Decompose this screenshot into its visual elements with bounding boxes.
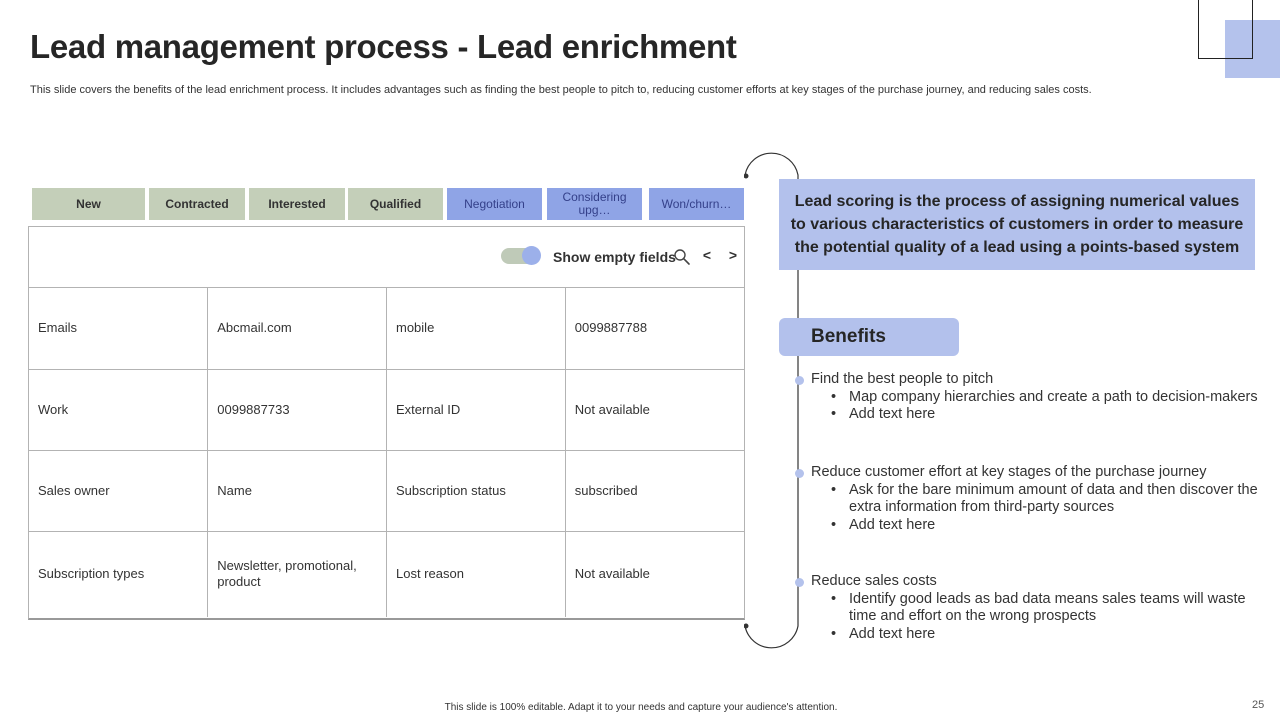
field-value: 0099887733 xyxy=(207,369,387,451)
field-label: Work xyxy=(29,369,209,451)
benefit-dot xyxy=(795,578,804,587)
field-label: Subscription status xyxy=(386,450,566,532)
benefit-bullets: Identify good leads as bad data means sa… xyxy=(811,591,1261,644)
show-empty-fields-label: Show empty fields xyxy=(553,249,676,265)
benefit-title: Reduce customer effort at key stages of … xyxy=(811,464,1207,480)
page-subtitle: This slide covers the benefits of the le… xyxy=(30,84,1092,96)
benefit-bullet: Identify good leads as bad data means sa… xyxy=(831,591,1261,626)
stage-negotiation[interactable]: Negotiation xyxy=(447,188,542,220)
benefit-dot xyxy=(795,376,804,385)
table-row: Subscription types Newsletter, promotion… xyxy=(29,531,744,617)
benefit-item: Reduce customer effort at key stages of … xyxy=(795,464,1261,535)
field-value: Newsletter, promotional, product xyxy=(207,531,387,617)
field-label: Emails xyxy=(29,288,209,370)
field-value: Name xyxy=(207,450,387,532)
field-value: Abcmail.com xyxy=(207,288,387,370)
bracket-connector xyxy=(744,152,799,649)
benefit-dot xyxy=(795,469,804,478)
field-value: subscribed xyxy=(565,450,744,532)
benefit-bullet: Ask for the bare minimum amount of data … xyxy=(831,482,1261,517)
lead-fields-table: Emails Abcmail.com mobile 0099887788 Wor… xyxy=(29,288,744,617)
table-row: Work 0099887733 External ID Not availabl… xyxy=(29,369,744,451)
stage-interested[interactable]: Interested xyxy=(249,188,345,220)
benefit-bullet: Map company hierarchies and create a pat… xyxy=(831,389,1261,407)
stage-considering-upgrade[interactable]: Considering upg… xyxy=(547,188,642,220)
footer-note: This slide is 100% editable. Adapt it to… xyxy=(0,702,1280,713)
field-value: Not available xyxy=(574,566,650,582)
show-empty-fields-toggle[interactable] xyxy=(501,246,541,265)
benefit-item: Find the best people to pitch Map compan… xyxy=(795,371,1261,424)
table-row: Sales owner Name Subscription status sub… xyxy=(29,450,744,532)
field-label: Sales owner xyxy=(29,450,209,532)
field-label: mobile xyxy=(386,288,566,370)
stage-contracted[interactable]: Contracted xyxy=(149,188,245,220)
stage-qualified[interactable]: Qualified xyxy=(348,188,443,220)
previous-button[interactable]: < xyxy=(702,247,712,263)
lead-scoring-callout: Lead scoring is the process of assigning… xyxy=(779,179,1255,270)
stage-new[interactable]: New xyxy=(32,188,145,220)
toggle-knob xyxy=(522,246,541,265)
search-icon[interactable] xyxy=(673,248,691,266)
stage-won-churn[interactable]: Won/churn… xyxy=(649,188,744,220)
page-title: Lead management process - Lead enrichmen… xyxy=(30,28,737,65)
benefit-bullet: Add text here xyxy=(831,626,1261,644)
next-button[interactable]: > xyxy=(728,247,738,263)
benefit-bullet: Add text here xyxy=(831,406,1261,424)
benefit-bullets: Map company hierarchies and create a pat… xyxy=(811,389,1261,424)
benefit-title: Reduce sales costs xyxy=(811,573,937,589)
benefit-item: Reduce sales costs Identify good leads a… xyxy=(795,573,1261,644)
lead-fields-panel: Show empty fields < > Emails Abcmail.com… xyxy=(28,226,745,620)
field-value: Not available xyxy=(565,369,744,451)
page-number: 25 xyxy=(1252,699,1265,711)
benefit-bullets: Ask for the bare minimum amount of data … xyxy=(811,482,1261,535)
field-label: Lost reason xyxy=(386,531,566,617)
benefit-title: Find the best people to pitch xyxy=(811,371,994,387)
field-label: Subscription types xyxy=(29,531,209,617)
panel-toolbar: Show empty fields < > xyxy=(29,227,744,288)
field-value: 0099887788 xyxy=(565,288,744,370)
table-row: Emails Abcmail.com mobile 0099887788 xyxy=(29,288,744,370)
footer-note-text: This slide is 100% editable. Adapt it to… xyxy=(444,702,838,713)
benefits-heading: Benefits xyxy=(779,318,959,356)
corner-decoration-outline xyxy=(1198,0,1253,59)
field-label: External ID xyxy=(386,369,566,451)
benefit-bullet: Add text here xyxy=(831,517,1261,535)
